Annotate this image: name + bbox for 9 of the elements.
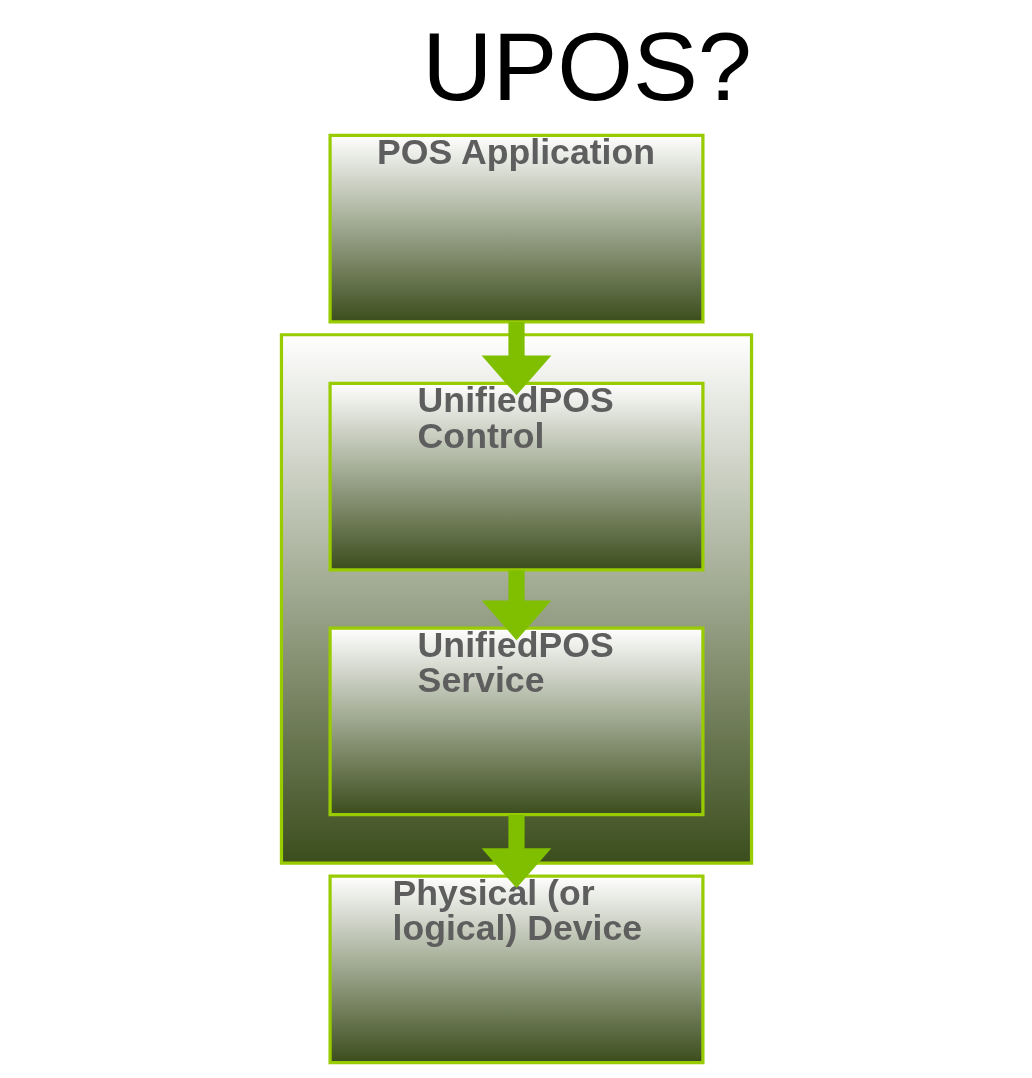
node-box: UnifiedPOS Service (327, 626, 705, 817)
node-box: POS Application (327, 133, 705, 324)
arrow (481, 570, 551, 641)
cluster (279, 333, 753, 865)
arrow (481, 322, 551, 396)
node-box: Physical (or logical) Device (327, 874, 705, 1065)
node-box: UnifiedPOS Control (327, 381, 705, 572)
diagram-title: UPOS? (421, 11, 752, 121)
arrow (481, 814, 551, 889)
